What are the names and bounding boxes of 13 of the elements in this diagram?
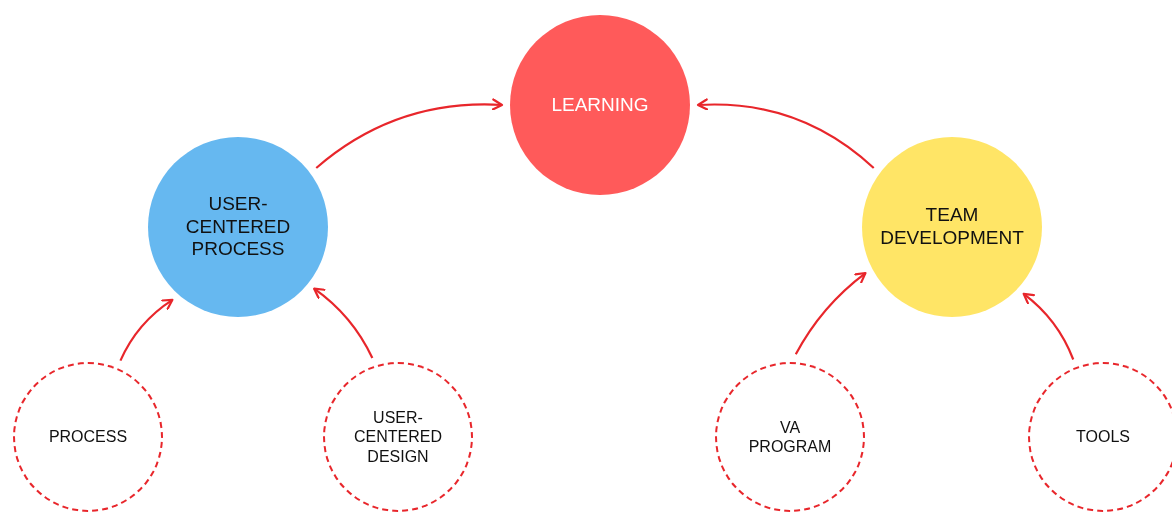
circle-label: USER-CENTERED PROCESS <box>184 192 292 262</box>
circle-label: USER-CENTERED DESIGN <box>353 408 443 466</box>
curved-arrow <box>119 298 174 362</box>
circle-label: TEAM DEVELOPMENT <box>879 204 1025 250</box>
circle-label: LEARNING <box>551 93 649 117</box>
curved-arrow <box>313 287 374 359</box>
curved-arrow <box>315 98 504 169</box>
circle-label: TOOLS <box>1076 427 1130 447</box>
curved-arrow <box>1022 292 1075 360</box>
curved-arrow <box>696 98 875 169</box>
circle-label: VA PROGRAM <box>747 417 833 457</box>
circle-label: PROCESS <box>48 427 128 447</box>
curved-arrow <box>794 271 867 355</box>
